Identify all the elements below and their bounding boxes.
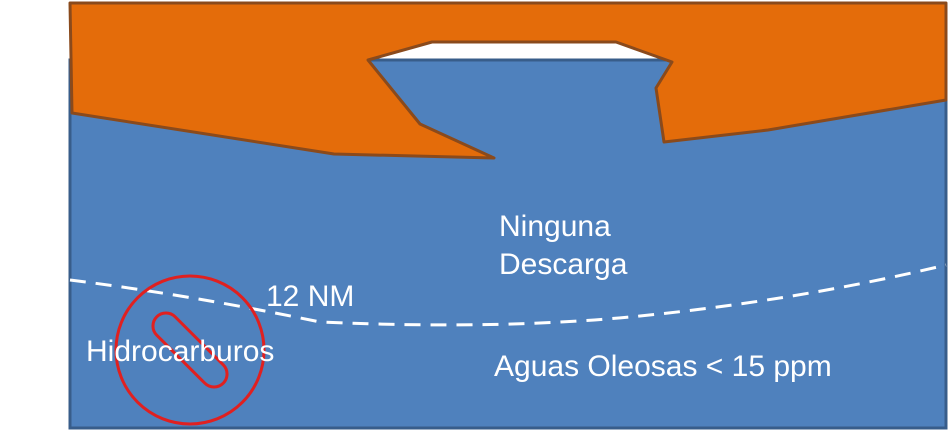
- no-discharge-label: Ninguna Descarga: [499, 208, 627, 284]
- twelve-nm-label: 12 NM: [266, 280, 355, 313]
- twelve-nm-boundary-line: [69, 263, 947, 327]
- no-entry-icon: [114, 274, 266, 426]
- no-discharge-label-line2: Descarga: [499, 248, 628, 281]
- oily-water-label: Aguas Oleosas < 15 ppm: [494, 350, 832, 383]
- land-area: [68, 1, 948, 160]
- hydrocarbons-label: Hidrocarburos: [86, 335, 275, 368]
- no-discharge-label-line1: Ninguna: [499, 210, 611, 243]
